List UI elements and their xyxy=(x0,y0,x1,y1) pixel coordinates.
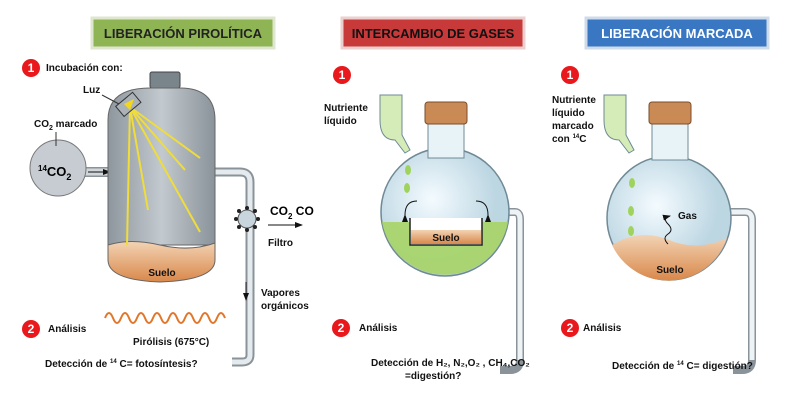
cork-icon xyxy=(424,101,468,125)
title-intercambio: INTERCAMBIO DE GASES xyxy=(340,16,526,50)
nutrient-label-4: con 14C xyxy=(552,134,586,145)
title-pirolitica: LIBERACIÓN PIROLÍTICA xyxy=(90,16,276,50)
step-1-badge: 1 xyxy=(333,66,351,84)
detection-label: Detección de H₂, N₂,O₂ , CH₄,CO₂ xyxy=(371,358,530,369)
cork-icon xyxy=(648,101,692,125)
svg-text:2: 2 xyxy=(567,321,574,335)
nutrient-label-2: líquido xyxy=(324,116,357,127)
step-1-badge: 1 xyxy=(561,66,579,84)
svg-text:2: 2 xyxy=(338,321,345,335)
detection-label: Detección de 14 C= fotosíntesis? xyxy=(45,359,198,370)
soil-label: Suelo xyxy=(148,268,175,279)
nutrient-label: Nutriente xyxy=(552,95,596,106)
soil-label: Suelo xyxy=(432,233,459,244)
co2-co-label: CO2 CO xyxy=(270,204,314,221)
svg-text:1: 1 xyxy=(339,68,346,82)
light-rays xyxy=(126,106,201,246)
detection-label: Detección de 14 C= digestión? xyxy=(612,361,753,372)
heating-coil xyxy=(104,312,226,324)
svg-text:2: 2 xyxy=(28,322,35,336)
gas-exchange-apparatus: Suelo xyxy=(379,94,524,374)
vapors-label-2: orgánicos xyxy=(261,301,309,312)
step-2-badge: 2 xyxy=(332,319,350,337)
detection-label-2: =digestión? xyxy=(405,371,461,382)
step2-label: Análisis xyxy=(48,324,87,335)
nutrient-label: Nutriente xyxy=(324,103,368,114)
pyrolysis-label: Pirólisis (675°C) xyxy=(133,337,209,348)
soil-label: Suelo xyxy=(656,265,683,276)
vapors-label: Vapores xyxy=(261,288,300,299)
filter-label: Filtro xyxy=(268,238,293,249)
labeled-co2-label: CO2 marcado xyxy=(34,119,97,132)
title-text: INTERCAMBIO DE GASES xyxy=(352,26,515,41)
title-marcada: LIBERACIÓN MARCADA xyxy=(584,16,770,50)
pyrolysis-apparatus: Suelo xyxy=(29,71,303,367)
filter-icon xyxy=(237,209,257,229)
nutrient-label-3: marcado xyxy=(552,121,594,132)
title-text: LIBERACIÓN MARCADA xyxy=(601,26,753,41)
svg-text:1: 1 xyxy=(567,68,574,82)
step1-label: Incubación con: xyxy=(46,63,123,74)
step-2-badge: 2 xyxy=(22,320,40,338)
step-2-badge: 2 xyxy=(561,319,579,337)
step2-label: Análisis xyxy=(359,323,398,334)
title-text: LIBERACIÓN PIROLÍTICA xyxy=(104,26,263,41)
step-1-badge: 1 xyxy=(22,59,40,77)
bulb-14co2: 14CO2 xyxy=(38,164,71,182)
step2-label: Análisis xyxy=(583,323,622,334)
nutrient-label-2: líquido xyxy=(552,108,585,119)
svg-text:1: 1 xyxy=(28,61,35,75)
labeled-release-apparatus: Suelo xyxy=(603,94,756,374)
gas-label: Gas xyxy=(678,211,697,222)
light-label: Luz xyxy=(83,85,100,96)
